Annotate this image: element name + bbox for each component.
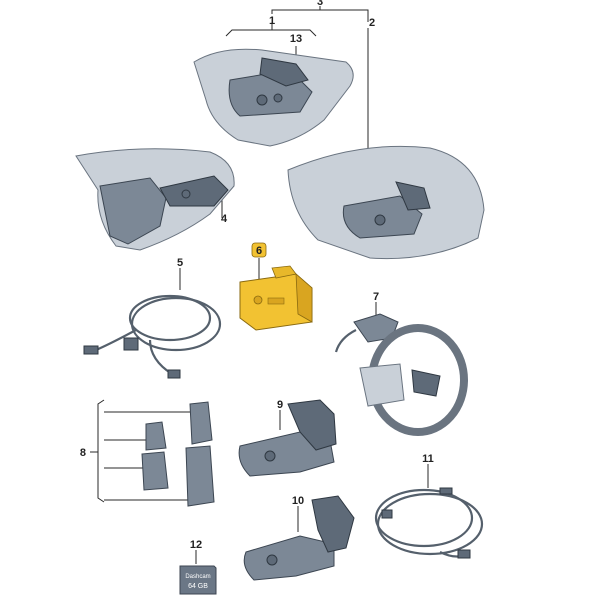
callout-9: 9 — [277, 399, 283, 411]
callout-8: 8 — [80, 447, 86, 459]
callout-12: 12 — [190, 539, 202, 551]
callout-13: 13 — [290, 33, 302, 45]
callout-5: 5 — [177, 257, 183, 269]
sd-card-capacity: 64 GB — [188, 583, 208, 590]
callout-1: 1 — [269, 15, 275, 27]
callout-10: 10 — [292, 495, 304, 507]
camera-headliner-assembly — [193, 48, 354, 147]
control-unit-highlighted — [239, 265, 313, 331]
callout-3: 3 — [317, 0, 323, 8]
callout-7: 7 — [373, 291, 379, 303]
callout-4: 4 — [221, 213, 228, 225]
camera-with-bracket — [243, 495, 355, 581]
steering-wheel-camera — [334, 313, 468, 436]
callout-6: 6 — [256, 245, 262, 257]
wiring-harness — [83, 294, 222, 379]
callout-6-badge — [251, 242, 267, 258]
camera-housing — [238, 399, 337, 477]
camera-windshield-assembly — [287, 145, 485, 260]
trim-panels — [141, 401, 215, 507]
sd-card: Dashcam 64 GB — [179, 565, 217, 595]
callout-2: 2 — [369, 17, 375, 29]
cable-coil — [374, 487, 484, 559]
sd-card-brand: Dashcam — [185, 574, 210, 580]
callout-11: 11 — [422, 453, 434, 465]
camera-mirror-assembly — [75, 148, 235, 251]
